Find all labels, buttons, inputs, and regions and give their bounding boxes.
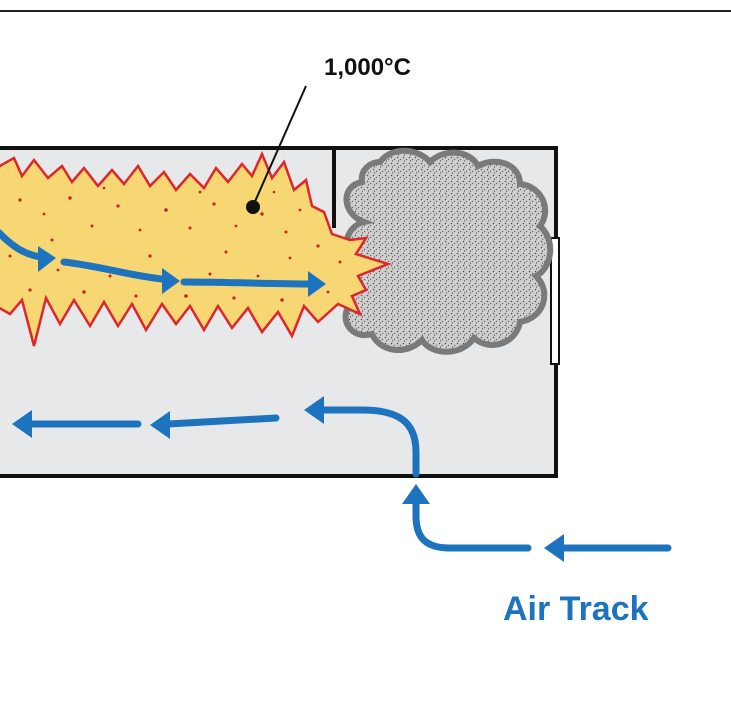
temperature-pointer-line — [252, 85, 307, 207]
arrow-head — [150, 411, 170, 439]
arrow-head — [308, 271, 326, 297]
arrow-head — [402, 484, 430, 504]
arrow-head — [304, 396, 324, 424]
arrow-icon — [180, 278, 318, 288]
temperature-point — [246, 200, 260, 214]
fire-icon — [0, 150, 392, 347]
temperature-label: 1,000°C — [324, 54, 411, 81]
arrow-head — [12, 410, 32, 438]
window — [550, 237, 560, 365]
arrow-head — [544, 534, 564, 562]
air-track-path — [26, 406, 672, 552]
arrow-head — [38, 246, 56, 272]
smoke-cloud-icon — [334, 147, 554, 355]
air-track-label: Air Track — [503, 590, 649, 628]
arrow-head — [162, 268, 180, 294]
arrow-icon — [60, 258, 174, 284]
